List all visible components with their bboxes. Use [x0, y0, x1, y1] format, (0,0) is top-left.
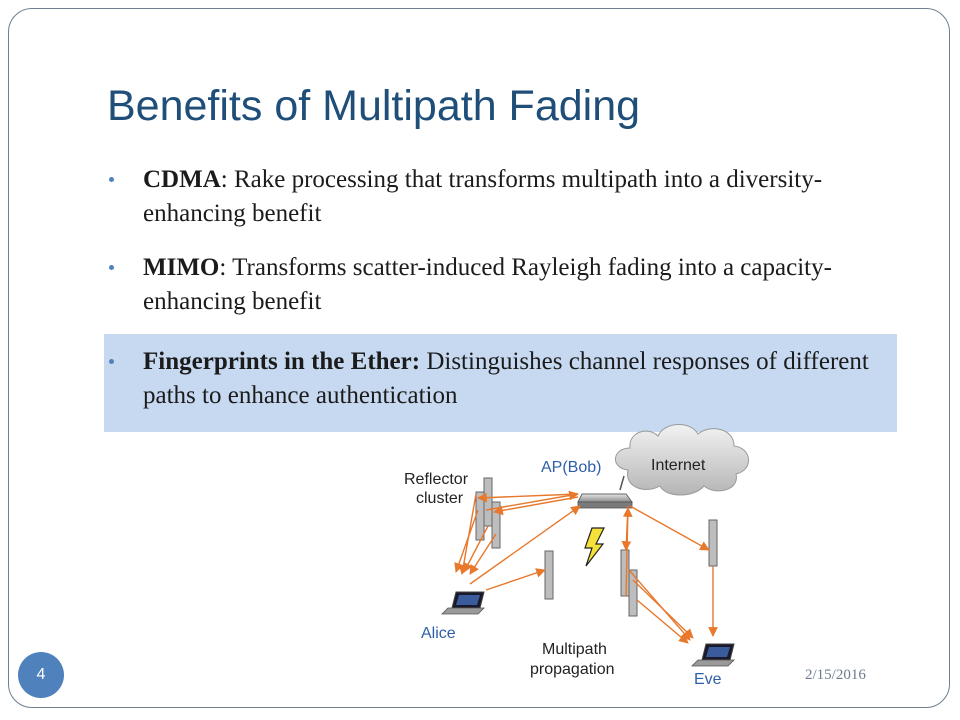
page-number: 4	[36, 666, 46, 683]
internet-label: Internet	[651, 457, 706, 474]
bullet-separator: :	[220, 166, 234, 193]
highlight-box	[104, 334, 897, 432]
bullet-dot-icon	[109, 177, 114, 182]
access-point-icon	[577, 475, 633, 509]
bullet-dot-icon	[109, 359, 114, 364]
multipath-label-line2: propagation	[530, 661, 615, 678]
cloud-icon	[615, 424, 749, 496]
bullet-term: CDMA	[143, 166, 221, 193]
bullet-term: Fingerprints in the Ether:	[143, 348, 421, 375]
multipath-arrows	[454, 490, 718, 644]
lightning-icon	[584, 527, 605, 567]
bullet-cdma: CDMA: Rake processing that transforms mu…	[109, 163, 893, 231]
bullet-text: Rake processing that transforms multipat…	[143, 166, 823, 227]
reflector-label-line1: Reflector	[404, 471, 469, 488]
bullet-text: Transforms scatter-induced Rayleigh fadi…	[143, 254, 832, 315]
bullet-term: MIMO	[143, 254, 220, 281]
laptop-icon	[691, 643, 735, 667]
ap-label: AP(Bob)	[541, 459, 601, 476]
alice-label: Alice	[421, 625, 456, 642]
bullet-fingerprints: Fingerprints in the Ether: Distinguishes…	[109, 345, 893, 413]
reflector-label-line2: cluster	[416, 490, 464, 507]
bullet-mimo: MIMO: Transforms scatter-induced Rayleig…	[109, 251, 893, 319]
slide-title: Benefits of Multipath Fading	[107, 82, 641, 130]
multipath-label-line1: Multipath	[542, 641, 607, 658]
page-number-badge: 4	[18, 652, 64, 698]
eve-label: Eve	[694, 671, 722, 688]
laptop-icon	[441, 591, 485, 615]
slide-date: 2/15/2016	[805, 667, 866, 683]
bullet-text: Distinguishes channel responses of diffe…	[143, 348, 869, 409]
bullet-separator: :	[219, 254, 233, 281]
bullet-dot-icon	[109, 265, 114, 270]
